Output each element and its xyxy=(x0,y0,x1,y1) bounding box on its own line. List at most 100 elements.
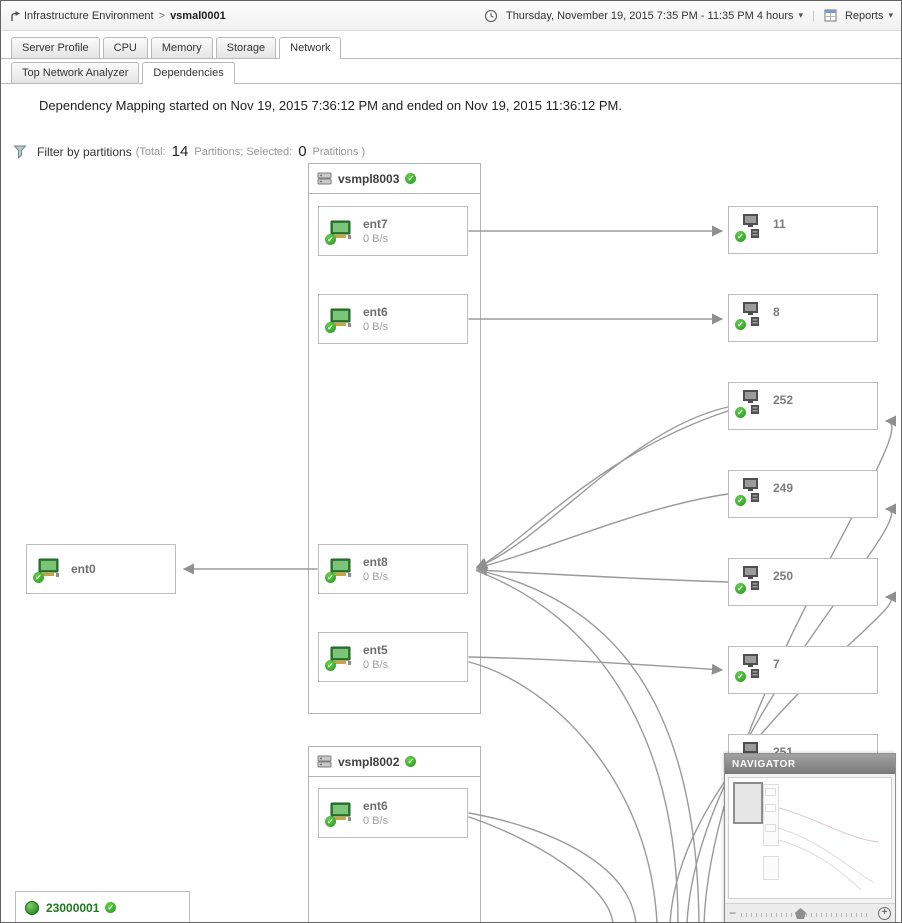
network-adapter-icon: ✓ xyxy=(325,220,354,245)
nic-node-ent6-vsmpl8002[interactable]: ✓ ent6 0 B/s xyxy=(318,788,468,838)
topbar-divider: | xyxy=(812,9,815,22)
tab-dependencies[interactable]: Dependencies xyxy=(142,62,235,84)
network-adapter-icon: ✓ xyxy=(325,646,354,671)
navigator-minimap[interactable] xyxy=(728,777,892,899)
nic-node-ent7[interactable]: ✓ ent7 0 B/s xyxy=(318,206,468,256)
ok-status-icon: ✓ xyxy=(325,572,336,583)
nic-node-ent8[interactable]: ✓ ent8 0 B/s xyxy=(318,544,468,594)
ok-status-icon: ✓ xyxy=(325,322,336,333)
ok-status-icon: ✓ xyxy=(405,756,417,767)
breadcrumb-root[interactable]: Infrastructure Environment xyxy=(24,9,154,22)
ok-status-icon: ✓ xyxy=(325,816,336,827)
partition-node-7[interactable]: ✓ 7 xyxy=(728,646,878,694)
breadcrumb-icon xyxy=(9,10,21,22)
partition-node-11[interactable]: ✓ 11 xyxy=(728,206,878,254)
minimap-node-rect xyxy=(765,788,776,796)
minimap-viewport[interactable] xyxy=(733,782,763,824)
nic-label: ent8 xyxy=(363,555,388,569)
nic-label: ent6 xyxy=(363,799,388,813)
top-bar: Infrastructure Environment > vsmal0001 T… xyxy=(1,1,901,31)
partition-node-8[interactable]: ✓ 8 xyxy=(728,294,878,342)
navigator-zoom-slider[interactable]: − + xyxy=(725,903,895,922)
filter-middle-text: Partitions; Selected: xyxy=(194,145,293,158)
breadcrumb-current: vsmal0001 xyxy=(170,9,226,22)
zoom-in-button[interactable]: + xyxy=(878,907,891,920)
nic-rate: 0 B/s xyxy=(363,571,389,583)
nic-node-ent6[interactable]: ✓ ent6 0 B/s xyxy=(318,294,468,344)
partition-label: 249 xyxy=(773,481,794,495)
minimap-node-rect xyxy=(765,804,776,812)
partition-icon: ✓ xyxy=(735,301,764,330)
filter-selected-value: 0 xyxy=(298,143,307,160)
ok-status-icon: ✓ xyxy=(735,407,746,418)
minimap-group-rect xyxy=(763,856,779,880)
clock-icon xyxy=(484,9,498,23)
ok-status-icon: ✓ xyxy=(735,583,746,594)
zoom-out-button[interactable]: − xyxy=(729,906,737,920)
minimap-node-rect xyxy=(765,824,776,832)
nic-label: ent5 xyxy=(363,643,388,657)
group-vsmpl8002: vsmpl8002 ✓ xyxy=(308,746,481,922)
nic-rate: 0 B/s xyxy=(363,321,389,333)
navigator-panel: NAVIGATOR − + xyxy=(724,753,896,922)
group-name: vsmpl8002 xyxy=(338,754,400,769)
ok-status-icon: ✓ xyxy=(33,572,44,583)
reports-menu[interactable]: Reports xyxy=(844,9,884,22)
filter-total-prefix: (Total: xyxy=(135,145,166,158)
group-name: vsmpl8003 xyxy=(338,171,400,186)
partition-label: 252 xyxy=(773,393,794,407)
navigator-title: NAVIGATOR xyxy=(725,754,895,774)
reports-icon xyxy=(824,9,837,22)
group-header-vsmpl8003[interactable]: vsmpl8003 ✓ xyxy=(309,164,480,194)
filter-label: Filter by partitions xyxy=(37,144,132,159)
partition-node-249[interactable]: ✓ 249 xyxy=(728,470,878,518)
nic-node-ent0[interactable]: ✓ ent0 xyxy=(26,544,176,594)
tab-network[interactable]: Network xyxy=(279,37,342,59)
nic-rate: 0 B/s xyxy=(363,815,389,827)
nic-label: ent0 xyxy=(71,562,96,576)
ok-status-icon: ✓ xyxy=(105,902,117,913)
partition-label: 8 xyxy=(773,305,780,319)
partition-node-252[interactable]: ✓ 252 xyxy=(728,382,878,430)
storage-node-23000001[interactable]: 23000001 ✓ xyxy=(15,891,190,922)
disk-icon xyxy=(24,900,40,916)
time-range-caret-icon[interactable]: ▾ xyxy=(798,10,804,20)
partition-icon: ✓ xyxy=(735,653,764,682)
ok-status-icon: ✓ xyxy=(735,319,746,330)
tab-storage[interactable]: Storage xyxy=(215,37,277,58)
network-adapter-icon: ✓ xyxy=(325,308,354,333)
primary-tab-bar: Server Profile CPU Memory Storage Networ… xyxy=(1,35,901,59)
partition-label: 250 xyxy=(773,569,794,583)
group-header-vsmpl8002[interactable]: vsmpl8002 ✓ xyxy=(309,747,480,777)
nic-rate: 0 B/s xyxy=(363,659,389,671)
filter-total-value: 14 xyxy=(171,143,189,160)
partition-icon: ✓ xyxy=(735,565,764,594)
filter-suffix-text: Pratitions ) xyxy=(312,145,366,158)
nic-node-ent5[interactable]: ✓ ent5 0 B/s xyxy=(318,632,468,682)
ok-status-icon: ✓ xyxy=(325,234,336,245)
network-adapter-icon: ✓ xyxy=(325,802,354,827)
tab-memory[interactable]: Memory xyxy=(150,37,213,58)
zoom-slider-thumb[interactable] xyxy=(795,908,806,919)
partition-icon: ✓ xyxy=(735,389,764,418)
tab-cpu[interactable]: CPU xyxy=(102,37,148,58)
server-icon xyxy=(317,172,332,185)
tab-server-profile[interactable]: Server Profile xyxy=(11,37,100,58)
tab-top-network-analyzer[interactable]: Top Network Analyzer xyxy=(11,62,140,83)
network-adapter-icon: ✓ xyxy=(33,558,62,583)
time-range-selector[interactable]: Thursday, November 19, 2015 7:35 PM - 11… xyxy=(505,9,794,22)
filter-funnel-icon xyxy=(13,144,28,159)
storage-label: 23000001 xyxy=(46,900,100,915)
partition-filter[interactable]: Filter by partitions (Total: 14 Partitio… xyxy=(13,143,365,160)
ok-status-icon: ✓ xyxy=(405,173,417,184)
partition-node-250[interactable]: ✓ 250 xyxy=(728,558,878,606)
reports-caret-icon[interactable]: ▾ xyxy=(888,10,893,20)
ok-status-icon: ✓ xyxy=(325,660,336,671)
breadcrumb-separator: > xyxy=(158,9,166,22)
ok-status-icon: ✓ xyxy=(735,231,746,242)
network-adapter-icon: ✓ xyxy=(325,558,354,583)
nic-rate: 0 B/s xyxy=(363,233,389,245)
ok-status-icon: ✓ xyxy=(735,495,746,506)
server-icon xyxy=(317,755,332,768)
